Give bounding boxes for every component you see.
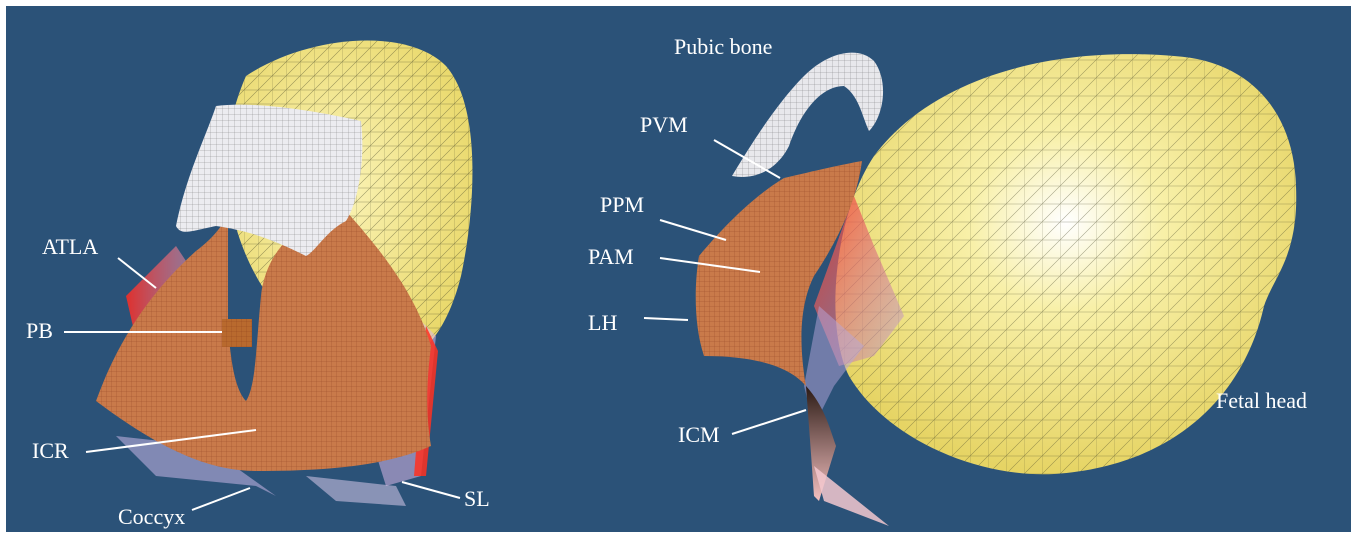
label-icr: ICR (32, 440, 69, 462)
label-pam: PAM (588, 246, 634, 268)
label-coccyx: Coccyx (118, 506, 185, 528)
label-fetal-head: Fetal head (1216, 390, 1307, 412)
label-pvm: PVM (640, 114, 688, 136)
label-pubic-bone: Pubic bone (674, 36, 772, 58)
label-pb: PB (26, 320, 53, 342)
right-panel: Pubic bone PVM PPM PAM LH ICM Fetal head (574, 6, 1351, 532)
right-panel-drawing (574, 6, 1351, 532)
label-icm: ICM (678, 424, 720, 446)
label-sl: SL (464, 488, 490, 510)
label-lh: LH (588, 312, 617, 334)
label-atla: ATLA (42, 236, 98, 258)
label-ppm: PPM (600, 194, 644, 216)
left-panel: ATLA PB ICR Coccyx SL (6, 6, 574, 532)
left-panel-drawing (6, 6, 574, 532)
